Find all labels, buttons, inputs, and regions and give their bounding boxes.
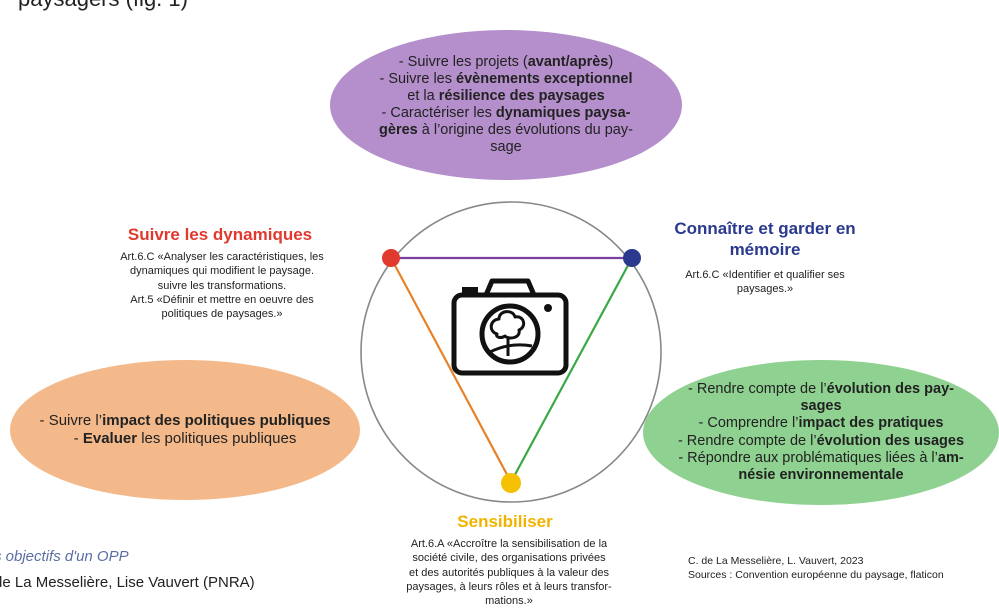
green-line-5: - Répondre aux problématiques liées à l’… <box>678 449 964 466</box>
article-left-line: politiques de paysages.» <box>161 308 283 321</box>
purple-line-2: - Suivre les évènements exceptionnel <box>379 70 633 87</box>
article-left-line: Art.5 «Définir et mettre en oeuvre des <box>130 293 314 306</box>
outer-circle <box>360 201 662 503</box>
green-line-2: sages <box>800 398 842 415</box>
node-blue <box>623 249 641 267</box>
green-objectives-ellipse: - Rendre compte de l’évolution des pay- … <box>643 360 999 505</box>
camera-with-tree-icon <box>451 278 569 376</box>
article-right: Art.6.C «Identifier et qualifier ses pay… <box>665 268 865 297</box>
article-left-line: suivre les transformations. <box>157 279 287 292</box>
figure-caption-title: s objectifs d'un OPP <box>0 548 129 565</box>
heading-sensibiliser: Sensibiliser <box>457 512 553 531</box>
credit-block: C. de La Messelière, L. Vauvert, 2023 So… <box>688 555 944 582</box>
heading-blue-line-2: mémoire <box>729 240 801 260</box>
edge-blue-yellow <box>510 257 633 483</box>
figure-caption-authors: de La Messelière, Lise Vauvert (PNRA) <box>0 574 255 591</box>
purple-line-1: - Suivre les projets (avant/après) <box>398 53 614 70</box>
article-left: Art.6.C «Analyser les caractéristiques, … <box>92 250 352 321</box>
green-line-6: nésie environnementale <box>738 466 904 483</box>
article-right-line: Art.6.C «Identifier et qualifier ses <box>685 269 845 281</box>
edge-red-yellow <box>390 257 512 483</box>
article-bottom-line: Art.6.A «Accroître la sensibilisation de… <box>410 538 608 550</box>
orange-objectives-ellipse: - Suivre l’impact des politiques publiqu… <box>10 360 360 500</box>
article-bottom-line: société civile, des organisations privée… <box>412 552 606 565</box>
article-bottom-line: paysages, à leurs rôles et à leurs trans… <box>406 580 612 593</box>
node-yellow <box>501 473 521 493</box>
purple-line-6: sage <box>490 139 522 156</box>
article-bottom-line: et des autorités publiques à la valeur d… <box>409 566 609 579</box>
article-bottom-line: mations.» <box>485 595 533 608</box>
node-red <box>382 249 400 267</box>
orange-line-2: - Evaluer les politiques publiques <box>73 430 297 447</box>
article-left-line: dynamiques qui modifient le paysage. <box>129 265 315 278</box>
article-right-line: paysages.» <box>736 283 794 296</box>
purple-line-4: - Caractériser les dynamiques paysa- <box>381 105 631 121</box>
heading-suivre-dynamiques: Suivre les dynamiques <box>127 225 313 244</box>
article-left-line: Art.6.C «Analyser les caractéristiques, … <box>120 251 324 263</box>
credit-line-2: Sources : Convention européenne du paysa… <box>688 568 944 581</box>
heading-blue-line-1: Connaître et garder en <box>674 219 856 238</box>
orange-line-1: - Suivre l’impact des politiques publiqu… <box>39 412 331 430</box>
purple-objectives-ellipse: - Suivre les projets (avant/après) - Sui… <box>330 30 682 180</box>
purple-line-5: gères à l’origine des évolutions du pay- <box>379 122 633 139</box>
purple-line-3: et la résilience des paysages <box>407 87 605 104</box>
heading-connaitre-memoire: Connaître et garder en mémoire <box>655 218 875 261</box>
article-bottom: Art.6.A «Accroître la sensibilisation de… <box>385 537 633 608</box>
top-cut-text: paysagers (fig. 1) <box>18 0 188 12</box>
green-line-4: - Rendre compte de l’évolution des usage… <box>677 432 965 449</box>
green-line-1: - Rendre compte de l’évolution des pay- <box>688 381 954 398</box>
green-line-3: - Comprendre l’impact des pratiques <box>698 415 944 432</box>
credit-line-1: C. de La Messelière, L. Vauvert, 2023 <box>688 555 864 567</box>
